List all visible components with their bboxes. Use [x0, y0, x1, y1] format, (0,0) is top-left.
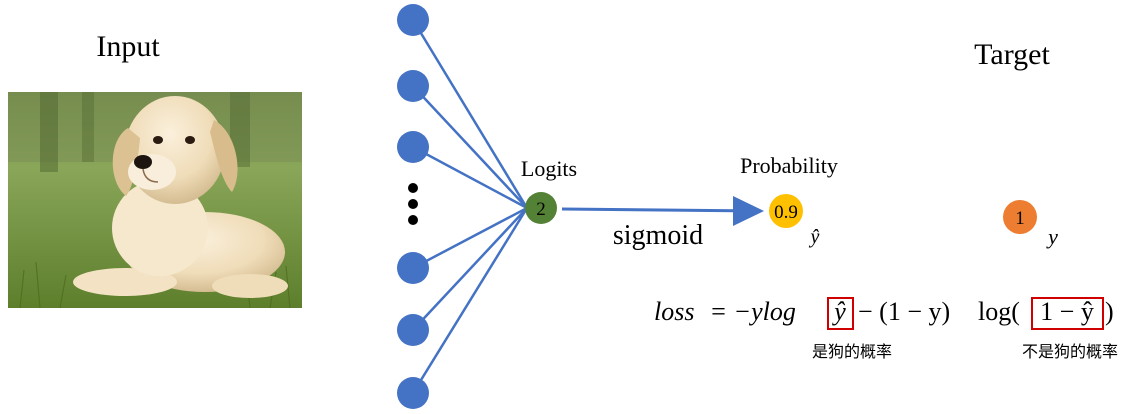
formula-one-minus-y-hat: 1 − ŷ: [1040, 297, 1094, 326]
input-layer: [397, 4, 429, 409]
input-neuron-1: [397, 4, 429, 36]
input-neuron-4: [397, 252, 429, 284]
y-label: y: [1046, 224, 1058, 249]
input-neuron-5: [397, 314, 429, 346]
annotation-not-dog-probability: 不是狗的概率: [1022, 342, 1118, 361]
input-label: Input: [96, 30, 160, 63]
annotation-is-dog-probability: 是狗的概率: [812, 342, 892, 361]
highlight-box-y-hat: [827, 297, 854, 330]
formula-lhs: loss: [654, 297, 694, 326]
formula-minus-one-minus-y: − (1 − y): [858, 297, 950, 326]
target-node: [1003, 200, 1037, 234]
probability-value: 0.9: [774, 202, 798, 223]
vertical-ellipsis: [408, 183, 418, 225]
formula-close-paren: ): [1105, 297, 1114, 326]
logit-value: 2: [536, 199, 546, 220]
connection-2: [412, 85, 528, 209]
input-neuron-6: [397, 377, 429, 409]
probability-node: [769, 194, 803, 228]
sigmoid-label: sigmoid: [613, 220, 703, 251]
input-neuron-2: [397, 70, 429, 102]
logit-node: [525, 192, 557, 224]
connections: [411, 19, 529, 394]
connection-1: [411, 19, 529, 209]
puppy-image: [8, 92, 302, 309]
connection-4: [412, 206, 528, 270]
formula-y-hat: ŷ: [831, 297, 846, 326]
target-label: Target: [974, 38, 1050, 71]
connection-6: [411, 207, 529, 394]
formula-log: log(: [978, 297, 1020, 326]
formula-eq-minus-ylog: = −ylog: [703, 297, 796, 326]
loss-formula: loss = −ylog ŷ − (1 − y) log( 1 − ŷ ): [654, 297, 1114, 330]
connection-5: [412, 207, 528, 331]
input-neuron-3: [397, 131, 429, 163]
sigmoid-arrowhead: [733, 196, 764, 226]
y-hat-label: ŷ: [809, 226, 820, 248]
probability-label: Probability: [740, 153, 838, 178]
logits-label: Logits: [521, 156, 577, 181]
connection-3: [412, 145, 528, 210]
highlight-box-one-minus-y-hat: [1031, 297, 1104, 330]
sigmoid-arrow: [561, 207, 761, 213]
target-value: 1: [1015, 208, 1025, 229]
